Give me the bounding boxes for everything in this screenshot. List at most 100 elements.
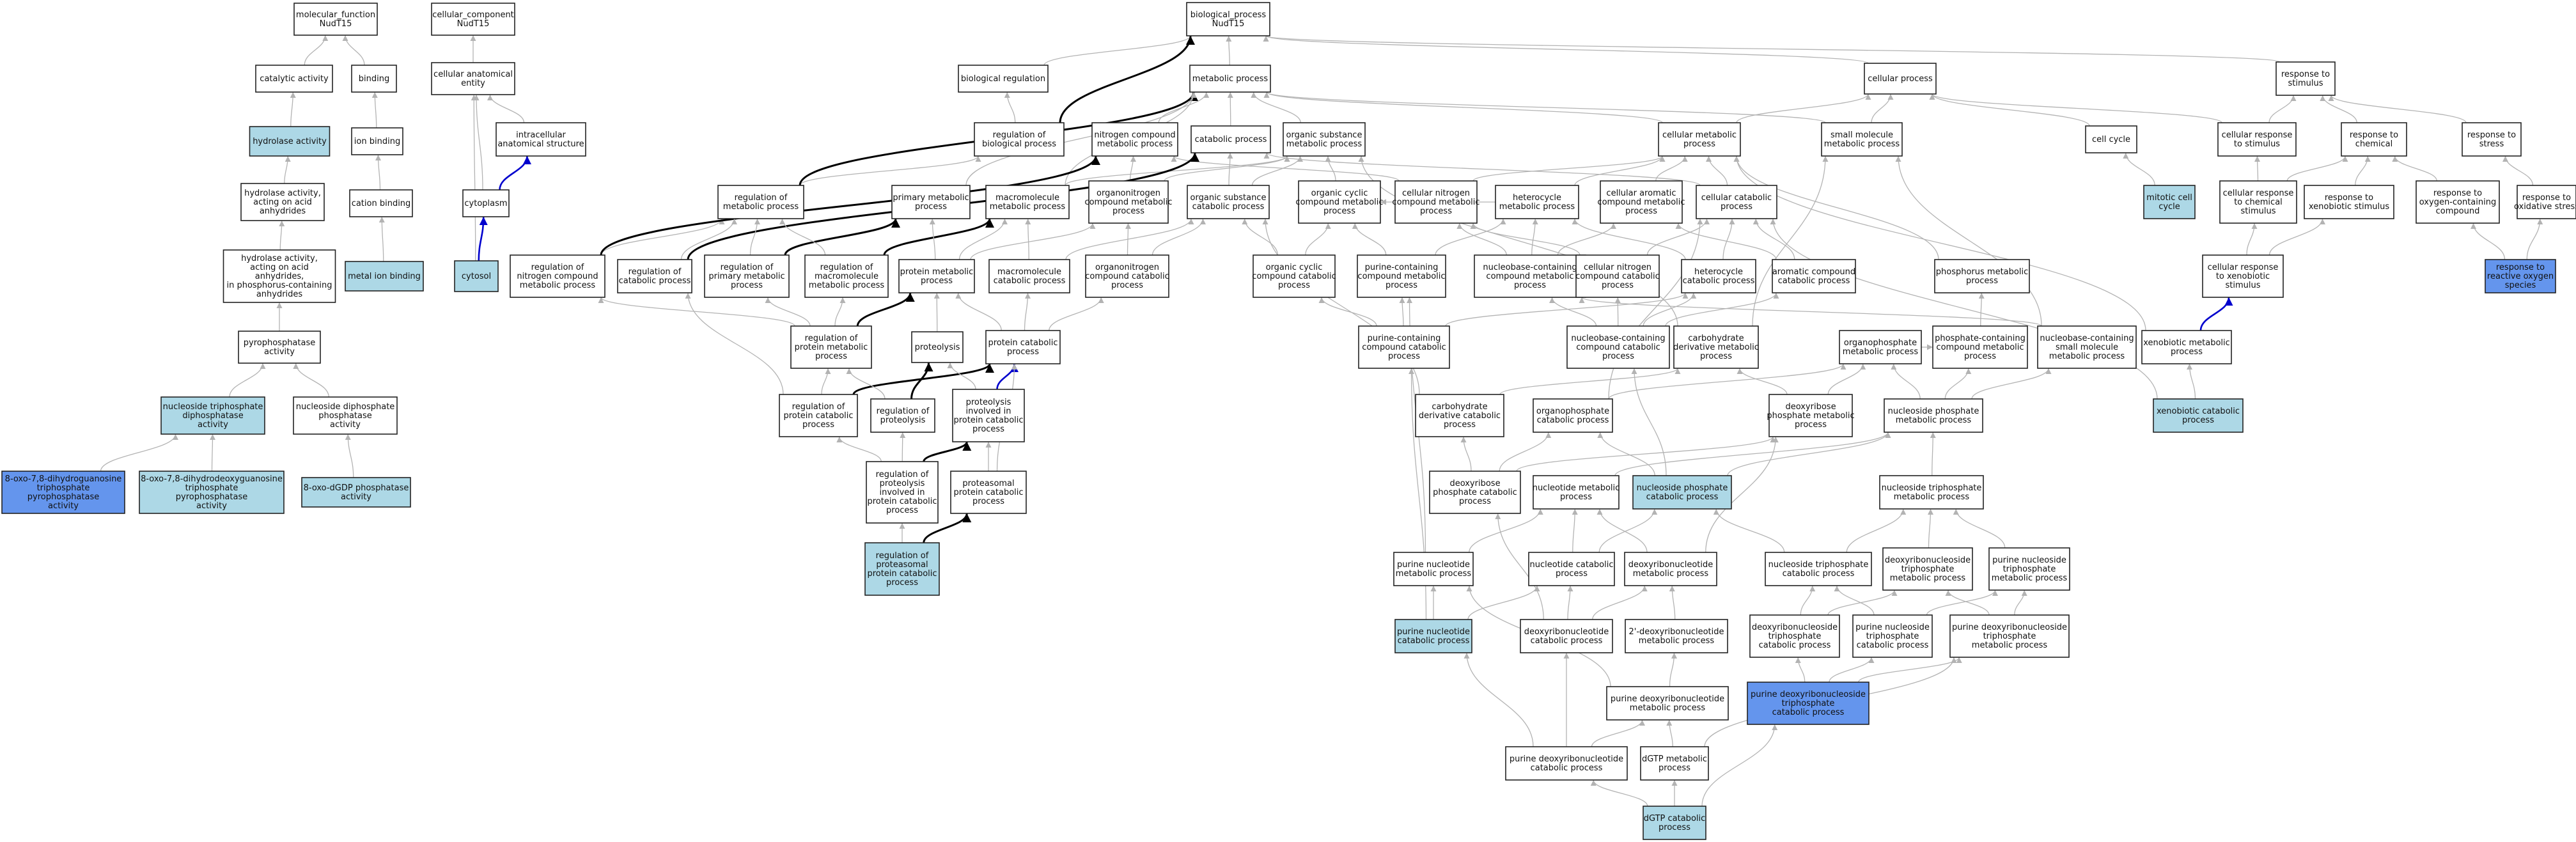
node-label-org_sub_cat-0: organic substance <box>1190 193 1267 203</box>
node-box-xeno_cat <box>2153 398 2244 433</box>
edge-resp_stim-to-bp_root <box>1263 35 2281 63</box>
node-label-reg_met-1: metabolic process <box>723 202 799 212</box>
node-box-nucside_phos_met <box>1884 398 1983 433</box>
node-label-prot_cat-1: process <box>1007 347 1039 357</box>
node-box-phoscont_met <box>1932 325 2028 369</box>
node-label-purine_dnt_cat-1: catabolic process <box>1531 763 1603 773</box>
edge-cell_resp_stim-to-resp_stim <box>2268 95 2297 123</box>
node-label-ntp_met-1: metabolic process <box>1894 492 1970 502</box>
node-label-orgN_cat-1: compound catabolic <box>1085 272 1169 281</box>
edge-purine_dnt_met-to-two_deoxy_met <box>1669 652 1677 687</box>
node-label-cell_resp_stim-0: cellular response <box>2222 130 2293 140</box>
node-label-cell_cat-1: process <box>1721 202 1752 212</box>
edge-ion_bind-to-binding <box>371 91 378 129</box>
node-box-deoxyribose_cat <box>1429 471 1521 514</box>
node-box-nucleotide_cat <box>1528 552 1615 586</box>
node-label-proteol_prot_cat-0: proteolysis <box>966 398 1011 407</box>
node-label-cell_resp_xeno-1: to xenobiotic <box>2216 272 2270 281</box>
edge-reg_prim-to-prim_met <box>784 218 900 256</box>
node-cell_cycle: cell cycle <box>2085 125 2137 153</box>
edge-hydro_acid-to-hydro_act <box>284 155 291 184</box>
node-label-org_cyc_cat-1: compound catabolic <box>1252 272 1336 281</box>
node-label-cell_n_met-1: compound metabolic <box>1392 198 1479 207</box>
edge-phoscont_met-to-phos_met <box>1978 292 1985 327</box>
node-box-purine_dnt_cat <box>1505 746 1628 781</box>
node-label-prim_met-1: process <box>915 202 947 212</box>
node-label-deoxyribo_cat-0: deoxyribonucleotide <box>1524 627 1609 637</box>
edge-nucside_phos_cat-to-nucside_phos_met <box>1727 432 1891 476</box>
node-label-xeno_cat-1: process <box>2182 416 2214 425</box>
node-label-reg_bio-1: biological process <box>982 139 1056 149</box>
node-label-hetero_cat-1: catabolic process <box>1683 276 1755 286</box>
node-label-reg_met-0: regulation of <box>735 193 788 203</box>
edge-dntp_cat-to-ntp_cat <box>1800 585 1816 616</box>
node-label-reg_prot_cat-0: regulation of <box>792 402 845 412</box>
edge-ndp_phos-to-pyrophos <box>293 363 329 398</box>
node-label-reg_prim-1: primary metabolic <box>708 272 785 281</box>
edge-cell_cat-to-cell_met <box>1706 155 1728 186</box>
edge-nucbase_met-to-hetero_met <box>1531 218 1538 256</box>
node-label-two_deoxy_met-1: metabolic process <box>1639 636 1715 646</box>
edge-reg_met-to-reg_bio <box>799 155 981 186</box>
node-label-purine_ntp_cat-1: triphosphate <box>1866 632 1919 641</box>
edge-cell_n_met-to-cell_met <box>1472 155 1666 182</box>
node-label-mitotic-0: mitotic cell <box>2146 193 2192 203</box>
node-label-ntp_diphos-1: diphosphatase <box>182 411 243 421</box>
node-label-xeno_met-0: xenobiotic metabolic <box>2143 338 2230 348</box>
edge-nucbase_cat-to-hetero_cat <box>1643 292 1697 327</box>
node-label-resp_ox_stress-1: oxidative stress <box>2514 202 2576 212</box>
node-label-cc_root-1: NudT15 <box>457 19 490 29</box>
node-label-pyrophos-1: activity <box>264 347 295 357</box>
node-label-phoscont_met-1: compound metabolic <box>1936 343 2024 352</box>
node-label-reg_n_met-1: nitrogen compound <box>517 272 598 281</box>
node-label-intracell-1: anatomical structure <box>497 139 584 149</box>
edge-reg_proteol_inv-to-reg_proteolysis <box>900 432 906 462</box>
edge-nucside_phos_cat-to-nucbase_cat <box>1631 368 1667 476</box>
edge-arom_cat-to-cell_arom_met <box>1675 222 1777 260</box>
node-box-reg_proteasomal <box>864 542 940 596</box>
edge-resp_oxy-to-resp_chem <box>2392 155 2437 182</box>
node-label-purine_ntp_met-0: purine nucleoside <box>1992 556 2066 565</box>
edge-reg_macro-to-reg_met <box>779 218 826 256</box>
edge-cell_cat-to-catab <box>1263 152 1701 186</box>
node-bio_reg: biological regulation <box>958 65 1049 93</box>
node-label-dgtp_cat-1: process <box>1659 823 1690 832</box>
node-box-reg_prot_met <box>790 325 872 369</box>
node-label-deoxyribose_cat-2: process <box>1459 497 1491 506</box>
node-label-resp_oxy-2: compound <box>2436 207 2480 216</box>
node-box-reg_met <box>717 185 804 219</box>
edge-cell_resp_xeno-to-cell_resp_chem <box>2246 222 2258 256</box>
node-box-nucside_phos_cat <box>1632 475 1732 510</box>
node-label-cell_anat-0: cellular anatomical <box>433 70 513 79</box>
node-label-ntp_cat-0: nucleoside triphosphate <box>1768 560 1869 570</box>
node-label-cell_n_cat-1: compound catabolic <box>1575 272 1660 281</box>
node-box-hydro_act <box>249 126 331 157</box>
node-label-orgN_met-2: process <box>1112 207 1144 216</box>
node-label-nucbase_cat-1: compound catabolic <box>1576 343 1660 352</box>
edge-cell_met-to-cell_proc <box>1736 93 1871 123</box>
node-cytosol: cytosol <box>454 260 499 292</box>
node-label-resp_xeno-1: xenobiotic stimulus <box>2309 202 2390 212</box>
edge-arom_cat-to-cell_cat <box>1752 218 1795 260</box>
node-label-hydro_phos-1: acting on acid <box>250 263 309 272</box>
edge-cell_n_cat-to-cell_cat <box>1646 218 1710 256</box>
node-box-reg_macro <box>804 254 889 298</box>
node-box-carb_deriv_cat <box>1415 394 1504 437</box>
node-label-dntp_cat-0: deoxyribonucleoside <box>1752 623 1838 632</box>
node-label-phos_met-1: process <box>1966 276 1998 286</box>
node-label-carb_deriv_cat-1: derivative catabolic <box>1419 411 1501 421</box>
